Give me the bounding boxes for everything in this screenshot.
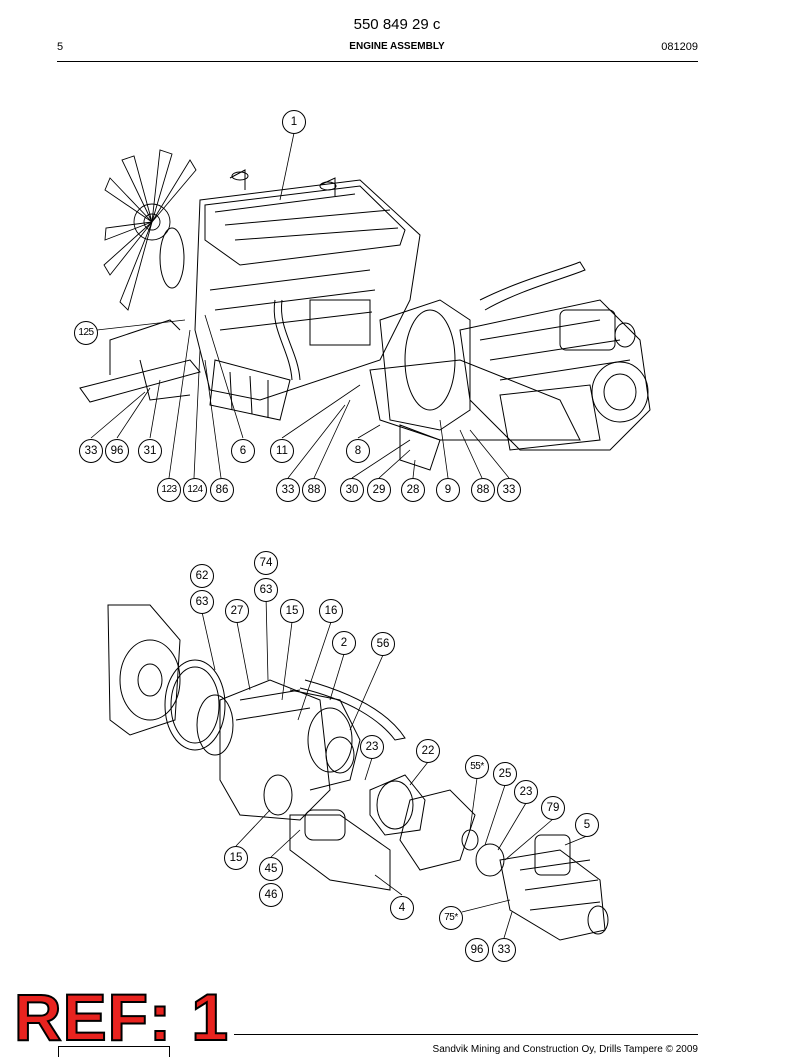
callout-bubble: 25 [493, 762, 517, 786]
callout-bubble: 15 [224, 846, 248, 870]
header-rule [57, 61, 698, 62]
callout-bubble: 2 [332, 631, 356, 655]
callout-bubble: 75* [439, 906, 463, 930]
callout-bubble: 22 [416, 739, 440, 763]
callout-bubble: 55* [465, 755, 489, 779]
callout-bubble: 96 [465, 938, 489, 962]
callout-bubble: 30 [340, 478, 364, 502]
callout-bubble: 33 [276, 478, 300, 502]
callout-bubble: 96 [105, 439, 129, 463]
callout-bubble: 123 [157, 478, 181, 502]
callout-bubble: 23 [514, 780, 538, 804]
stamp-box [58, 1046, 170, 1057]
callout-bubble: 23 [360, 735, 384, 759]
callout-bubble: 15 [280, 599, 304, 623]
callout-bubble: 63 [254, 578, 278, 602]
callout-bubble: 9 [436, 478, 460, 502]
callout-bubble: 56 [371, 632, 395, 656]
callout-bubble: 33 [79, 439, 103, 463]
callout-bubble: 28 [401, 478, 425, 502]
callout-bubble: 86 [210, 478, 234, 502]
footer-copyright: Sandvik Mining and Construction Oy, Dril… [432, 1044, 698, 1055]
engine-drawing-top [79, 149, 651, 471]
callout-bubble: 125 [74, 321, 98, 345]
callout-bubble: 79 [541, 796, 565, 820]
page-number: 5 [57, 41, 64, 53]
callout-bubble: 1 [282, 110, 306, 134]
callout-bubble: 4 [390, 896, 414, 920]
callout-bubble: 11 [270, 439, 294, 463]
callout-bubble: 6 [231, 439, 255, 463]
ref-stamp: REF: 1 [13, 980, 230, 1054]
callout-bubble: 62 [190, 564, 214, 588]
callout-bubble: 124 [183, 478, 207, 502]
callout-bubble: 46 [259, 883, 283, 907]
section-title: ENGINE ASSEMBLY [349, 41, 445, 52]
callout-bubble: 16 [319, 599, 343, 623]
callout-bubble: 33 [497, 478, 521, 502]
callout-bubble: 33 [492, 938, 516, 962]
document-number: 550 849 29 c [353, 16, 441, 33]
callout-bubble: 45 [259, 857, 283, 881]
callout-bubble: 31 [138, 439, 162, 463]
exploded-drawing-bottom [107, 604, 609, 941]
callout-bubble: 88 [302, 478, 326, 502]
callout-bubble: 8 [346, 439, 370, 463]
callout-bubble: 74 [254, 551, 278, 575]
callout-bubble: 63 [190, 590, 214, 614]
footer-rule [234, 1034, 698, 1035]
callout-bubble: 88 [471, 478, 495, 502]
callout-bubble: 29 [367, 478, 391, 502]
callout-bubble: 27 [225, 599, 249, 623]
callout-bubble: 5 [575, 813, 599, 837]
date-code: 081209 [661, 41, 698, 53]
